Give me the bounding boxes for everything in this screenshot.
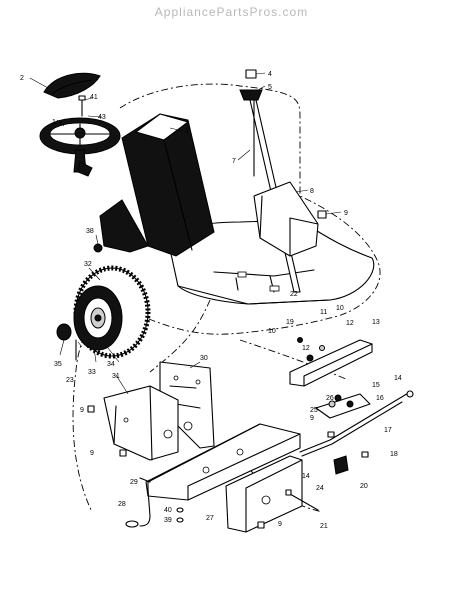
- callout-5: 5: [268, 84, 272, 91]
- body-outline: [119, 83, 381, 335]
- callout-43: 43: [98, 114, 106, 121]
- steering-column: [239, 69, 301, 293]
- callout-23: 23: [66, 377, 74, 384]
- callout-8: 8: [310, 188, 314, 195]
- callout-39: 39: [164, 517, 172, 524]
- sector-plate: [315, 393, 371, 419]
- callout-11: 11: [320, 309, 327, 316]
- callout-20: 20: [360, 483, 368, 490]
- callout-4: 4: [268, 71, 272, 78]
- steering-support: [253, 181, 319, 257]
- callout-13: 13: [372, 319, 380, 326]
- steering-wheel: [39, 117, 121, 177]
- callout-18: 18: [390, 451, 398, 458]
- callout-26: 26: [326, 395, 334, 402]
- callout-31: 31: [112, 373, 120, 380]
- frame-rail: [225, 455, 303, 533]
- callout-12: 12: [346, 320, 354, 327]
- callout-35: 35: [54, 361, 62, 368]
- leader-lines: [29, 72, 342, 395]
- callout-38: 38: [86, 228, 94, 235]
- callout-9: 9: [80, 407, 84, 414]
- wheel-cap: [56, 323, 72, 341]
- callout-14: 14: [302, 473, 310, 480]
- callout-labels: 2 41 43 1 3 4 5 7 8 9 38 32 22 10 11 19 …: [20, 71, 402, 530]
- callout-16: 16: [376, 395, 384, 402]
- callout-40: 40: [164, 507, 172, 514]
- body-outline-lower: [239, 339, 349, 381]
- clevis-pin: [139, 477, 151, 527]
- steering-bolt: [78, 95, 86, 117]
- spacer: [297, 337, 325, 362]
- callout-9: 9: [278, 521, 282, 528]
- watermark: AppliancePartsPros.com: [154, 5, 309, 19]
- callout-14: 14: [394, 375, 402, 382]
- callout-33: 33: [88, 369, 96, 376]
- callout-22: 22: [290, 291, 298, 298]
- washer: [125, 507, 184, 528]
- callout-27: 27: [206, 515, 214, 522]
- pivot-bushing: [333, 455, 349, 475]
- callout-32: 32: [84, 261, 92, 268]
- callout-17: 17: [384, 427, 392, 434]
- callout-19: 19: [286, 319, 294, 326]
- callout-9: 9: [310, 415, 314, 422]
- callout-10: 10: [268, 328, 276, 335]
- callout-21: 21: [320, 523, 328, 530]
- frame-bolts: [87, 405, 369, 529]
- floor-slot: [269, 285, 280, 292]
- callout-15: 15: [372, 382, 380, 389]
- callout-28: 28: [118, 501, 126, 508]
- long-bolt: [285, 489, 319, 511]
- steering-cap: [43, 72, 101, 99]
- floor-slot: [237, 271, 247, 278]
- callout-41: 41: [90, 94, 98, 101]
- steering-console: [99, 113, 215, 257]
- callout-9: 9: [90, 450, 94, 457]
- support-bolt: [317, 210, 327, 219]
- floor-pan-edge: [177, 285, 331, 305]
- body-outline-rear: [149, 299, 211, 373]
- callout-3: 3: [185, 128, 189, 135]
- body-outline-left: [72, 308, 133, 513]
- drag-link: [299, 390, 414, 457]
- callout-2: 2: [20, 75, 24, 82]
- callout-25: 25: [310, 407, 318, 414]
- callout-24: 24: [316, 485, 324, 492]
- callout-7: 7: [232, 158, 236, 165]
- callout-10: 10: [336, 305, 344, 312]
- callout-12: 12: [302, 345, 310, 352]
- callout-34: 34: [107, 361, 115, 368]
- axle-frame: [103, 385, 179, 461]
- callout-30: 30: [200, 355, 208, 362]
- steering-bracket: [289, 339, 373, 387]
- callout-29: 29: [130, 479, 138, 486]
- console-bolt: [93, 243, 103, 253]
- front-wheel: [73, 265, 151, 359]
- callout-1: 1: [52, 119, 56, 126]
- callout-9: 9: [344, 210, 348, 217]
